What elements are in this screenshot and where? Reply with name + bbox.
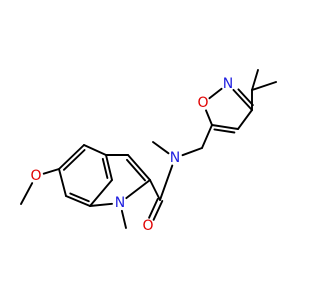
bond-me1-o1 — [20, 182, 34, 205]
bond-c5-c4 — [83, 144, 107, 156]
bond-c3a-c7a — [89, 179, 113, 207]
bond-c5i-o3 — [205, 109, 213, 126]
atom-background-n-indole — [113, 196, 127, 210]
atom-background-o-methoxy — [29, 169, 43, 183]
atom-label-n-amide: N — [170, 150, 180, 166]
bond-ni-c3i-second — [237, 88, 254, 107]
bond-ch-m1 — [251, 81, 277, 91]
atom-label-n-isoxazole: N — [223, 76, 233, 92]
bond-ni-c3i — [232, 88, 253, 111]
bond-c7a-c7 — [65, 195, 91, 207]
bond-n1-c7a — [89, 202, 113, 207]
bond-n1-me2 — [120, 209, 127, 229]
bond-c3-c2-second — [126, 158, 146, 182]
atom-label-o-carbonyl: O — [142, 218, 153, 234]
bond-c11-n2 — [159, 164, 174, 201]
bond-ch-m2 — [251, 69, 259, 91]
bond-c7-c6 — [58, 168, 67, 197]
bond-c3-c2 — [127, 154, 151, 181]
bond-c4i-c5i — [211, 124, 239, 130]
atom-label-n-indole: N — [115, 195, 125, 211]
bond-c2-n1 — [125, 179, 151, 200]
bond-c4-c3a — [105, 154, 113, 181]
bond-c6-c5 — [58, 144, 85, 170]
bond-n2-ch2 — [181, 147, 203, 157]
bond-c11-o2 — [148, 198, 159, 219]
bond-c4i-c5i-second — [213, 128, 236, 134]
bond-o3-ni — [208, 87, 223, 100]
bonds — [20, 69, 277, 229]
bond-c6-c5-second — [62, 149, 86, 171]
atom-background-o-carbonyl — [141, 219, 155, 233]
bond-c7a-c7-second — [69, 192, 90, 203]
bond-c2-c11 — [149, 179, 161, 201]
bond-ch2-c5i — [201, 124, 213, 149]
bond-n2-me3 — [152, 141, 170, 155]
atom-label-o-isoxazole: O — [197, 95, 208, 111]
atom-background-n-isoxazole — [221, 77, 235, 91]
atom-label-o-methoxy: O — [30, 168, 41, 184]
atom-background-n-amide — [168, 151, 182, 165]
atom-background-o-isoxazole — [196, 96, 210, 110]
bond-c3i-c4i — [237, 109, 253, 130]
bond-o1-c6 — [42, 168, 60, 175]
bond-c11-o2-second — [152, 200, 164, 221]
bond-c4-c3a-second — [101, 157, 109, 179]
